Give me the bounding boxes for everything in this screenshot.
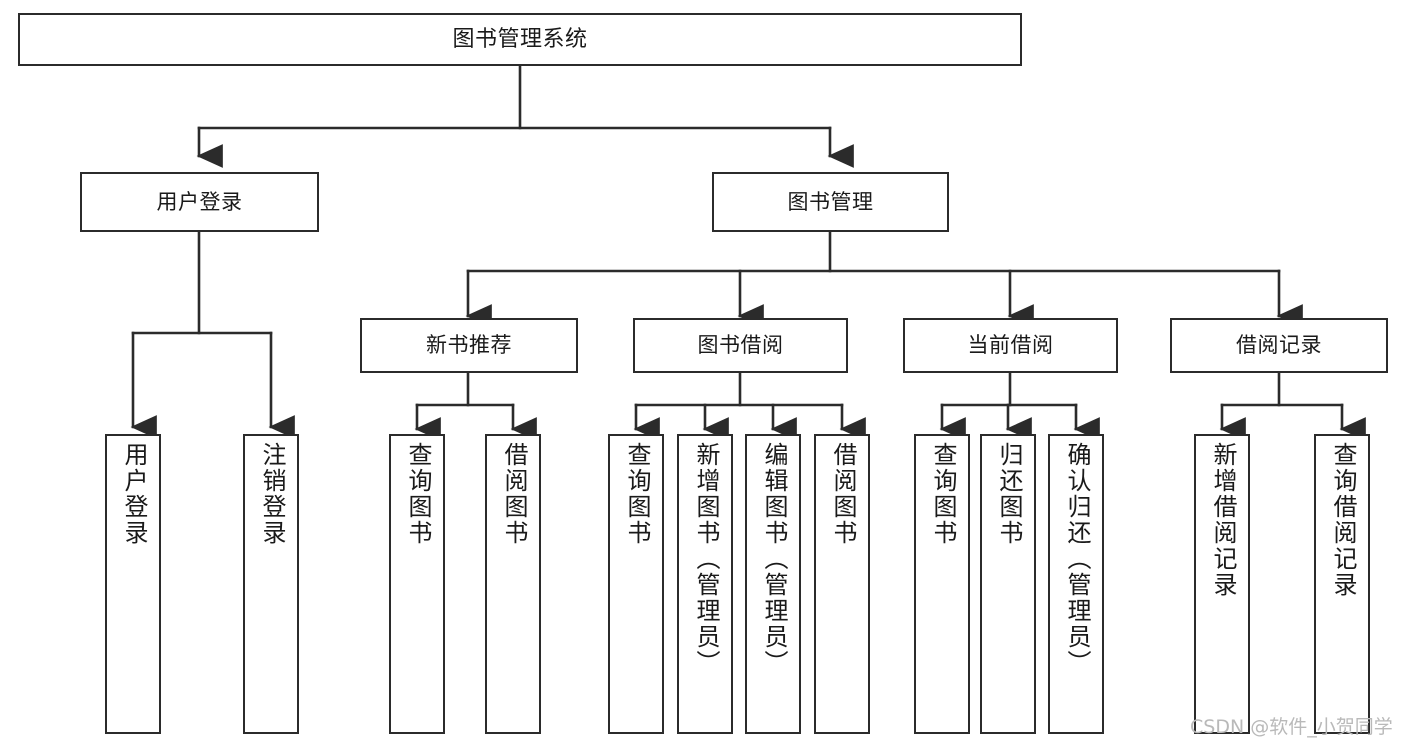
node-label: 图书管理系统 <box>452 26 588 52</box>
node-label: 归还图书 <box>994 442 1023 546</box>
node-user-login[interactable]: 用户登录 <box>80 172 319 232</box>
leaf-new-book-borrow-book[interactable]: 借阅图书 <box>485 434 541 734</box>
node-label: 图书借阅 <box>697 333 784 358</box>
node-label: 查询借阅记录 <box>1328 442 1357 598</box>
node-label: 编辑图书（管理员） <box>759 442 788 676</box>
leaf-book-borrow-add-book-admin[interactable]: 新增图书（管理员） <box>677 434 733 734</box>
node-current-borrow[interactable]: 当前借阅 <box>903 318 1118 373</box>
node-label: 查询图书 <box>928 442 957 546</box>
node-label: 注销登录 <box>257 442 286 546</box>
leaf-user-login-login[interactable]: 用户登录 <box>105 434 161 734</box>
leaf-borrow-record-add-record[interactable]: 新增借阅记录 <box>1194 434 1250 734</box>
leaf-user-login-logout[interactable]: 注销登录 <box>243 434 299 734</box>
node-label: 用户登录 <box>119 442 148 546</box>
node-label: 确认归还（管理员） <box>1062 442 1091 676</box>
node-label: 查询图书 <box>403 442 432 546</box>
leaf-book-borrow-query-book[interactable]: 查询图书 <box>608 434 664 734</box>
node-label: 当前借阅 <box>967 333 1054 358</box>
leaf-book-borrow-borrow-book[interactable]: 借阅图书 <box>814 434 870 734</box>
leaf-new-book-query-book[interactable]: 查询图书 <box>389 434 445 734</box>
node-label: 查询图书 <box>622 442 651 546</box>
leaf-current-borrow-confirm-return-admin[interactable]: 确认归还（管理员） <box>1048 434 1104 734</box>
leaf-borrow-record-query-record[interactable]: 查询借阅记录 <box>1314 434 1370 734</box>
node-label: 新增借阅记录 <box>1208 442 1237 598</box>
node-label: 用户登录 <box>156 189 243 214</box>
node-new-book-recommend[interactable]: 新书推荐 <box>360 318 578 373</box>
node-label: 新书推荐 <box>426 333 512 358</box>
node-label: 图书管理 <box>787 189 874 214</box>
node-book-management[interactable]: 图书管理 <box>712 172 949 232</box>
node-label: 借阅图书 <box>499 442 528 546</box>
leaf-current-borrow-return-book[interactable]: 归还图书 <box>980 434 1036 734</box>
watermark-text: CSDN @软件_小贺同学 <box>1190 716 1393 738</box>
leaf-book-borrow-edit-book-admin[interactable]: 编辑图书（管理员） <box>745 434 801 734</box>
node-book-borrow[interactable]: 图书借阅 <box>633 318 848 373</box>
node-label: 借阅图书 <box>828 442 857 546</box>
node-root-book-management-system[interactable]: 图书管理系统 <box>18 13 1022 66</box>
node-label: 新增图书（管理员） <box>691 442 720 676</box>
node-label: 借阅记录 <box>1236 333 1322 358</box>
leaf-current-borrow-query-book[interactable]: 查询图书 <box>914 434 970 734</box>
node-borrow-record[interactable]: 借阅记录 <box>1170 318 1388 373</box>
